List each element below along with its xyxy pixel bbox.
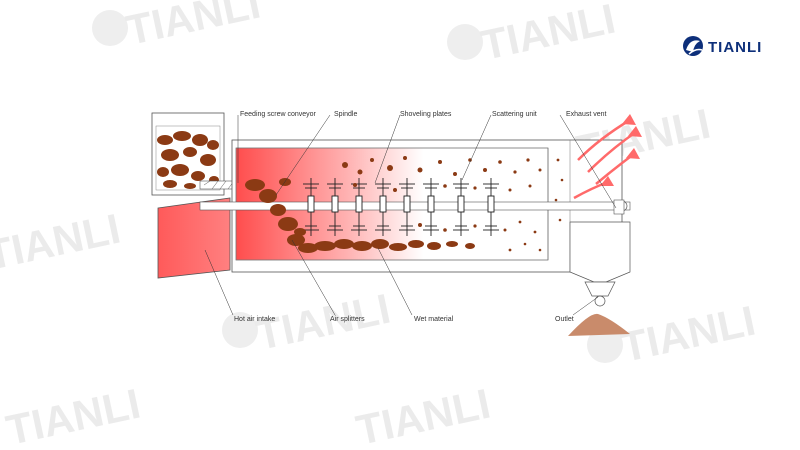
shoveling-plates — [303, 178, 499, 236]
watermark-text: TIANLI — [617, 297, 759, 371]
watermark-text: TIANLI — [477, 0, 619, 69]
label-shoveling-plates: Shoveling plates — [400, 111, 452, 118]
arrow-icon — [600, 114, 642, 186]
watermark-text: TIANLI — [2, 380, 144, 450]
wet-material — [245, 178, 475, 253]
leader-lines — [204, 114, 617, 316]
label-feeding-screw-conveyor: Feeding screw conveyor — [240, 111, 317, 118]
label-hot-air-intake: Hot air intake — [234, 316, 275, 323]
label-air-splitters: Air splitters — [330, 316, 365, 323]
watermark-text: TIANLI — [0, 205, 124, 279]
tianli-logo-icon — [683, 36, 703, 56]
spindle — [199, 200, 631, 212]
watermark-text: TIANLI — [352, 380, 494, 450]
watermark-logo-icon — [92, 10, 623, 363]
label-wet-material: Wet material — [414, 316, 454, 323]
label-scattering-unit: Scattering unit — [492, 111, 537, 118]
brand-logo: TIANLI — [683, 36, 762, 56]
label-spindle: Spindle — [334, 111, 357, 118]
hot-air-intake-funnel — [157, 197, 231, 279]
watermark-text: TIANLI — [122, 0, 264, 54]
product-pile — [568, 313, 630, 336]
label-exhaust-vent: Exhaust vent — [566, 111, 607, 118]
brand-name: TIANLI — [708, 39, 762, 56]
label-outlet: Outlet — [555, 316, 574, 323]
outlet-assembly — [569, 199, 631, 307]
